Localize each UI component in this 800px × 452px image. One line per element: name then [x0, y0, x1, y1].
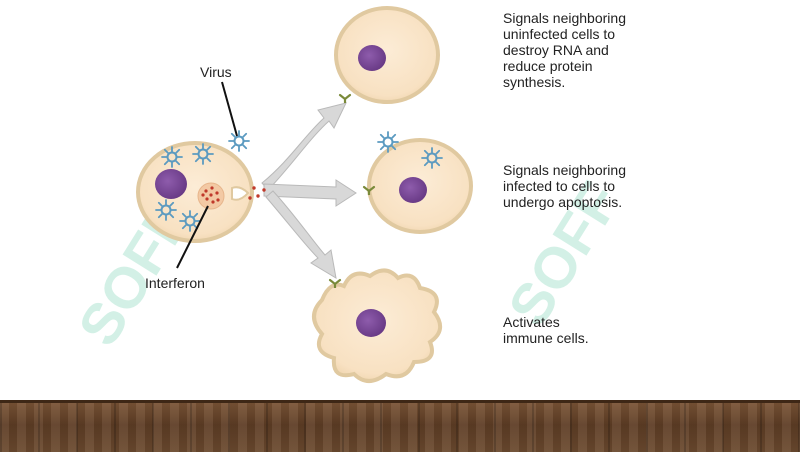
caption-uninfected-cells: Signals neighboring uninfected cells to …	[503, 10, 626, 90]
caption-infected-cells: Signals neighboring infected to cells to…	[503, 162, 626, 210]
interferon-pointer-line	[176, 205, 209, 269]
source-cell-nucleus	[155, 169, 187, 199]
signal-arrows	[261, 102, 357, 279]
interferon-label: Interferon	[145, 275, 205, 291]
virus-icon	[228, 130, 250, 152]
virus-icon	[377, 131, 399, 153]
caption-immune-cells: Activates immune cells.	[503, 314, 589, 346]
interferon-dots	[201, 186, 220, 204]
wooden-floor	[0, 400, 800, 452]
arrow-to-immune-cell	[265, 190, 337, 279]
immune-cell-nucleus	[356, 309, 386, 337]
arrow-to-uninfected-cell	[261, 102, 347, 191]
uninfected-neighbor-cell	[334, 6, 440, 105]
virus-pointer-line	[221, 81, 238, 137]
interferon-diagram: SOFF SOFF	[66, 6, 633, 383]
infected-neighbor-cell	[362, 131, 473, 234]
released-interferon	[248, 186, 266, 200]
uninfected-cell-nucleus	[358, 45, 386, 71]
immune-cell	[312, 268, 442, 383]
receptor-icon	[338, 93, 352, 105]
virus-label: Virus	[200, 64, 232, 80]
infected-source-cell	[136, 130, 266, 243]
infected-neighbor-nucleus	[399, 177, 427, 203]
interferon-release-pocket	[231, 186, 250, 201]
